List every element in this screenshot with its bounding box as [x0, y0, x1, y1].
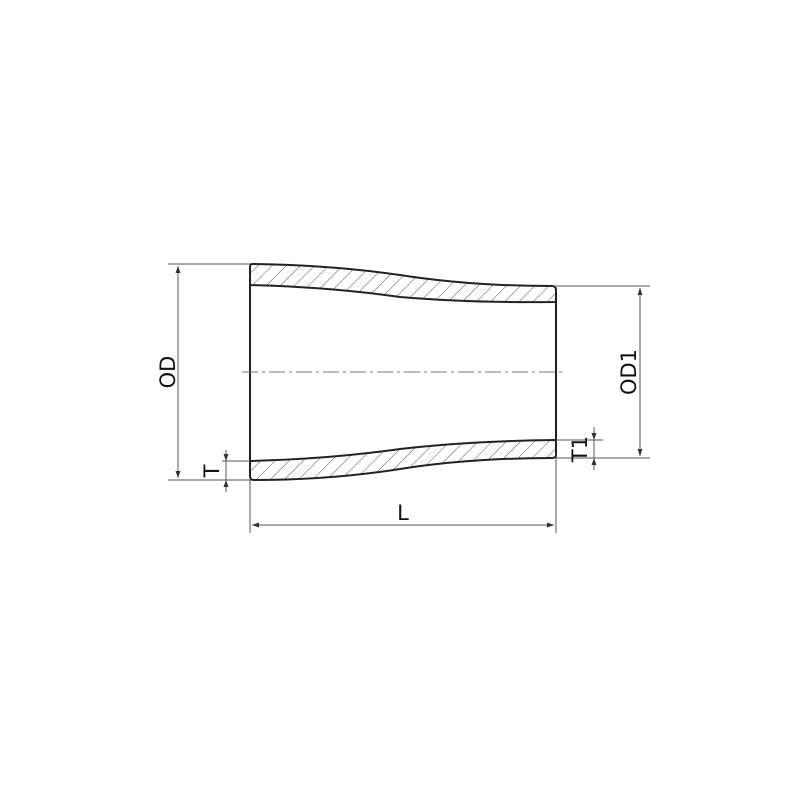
- od-label: OD: [156, 356, 180, 389]
- l-label: L: [397, 501, 409, 525]
- top-wall-section: [249, 262, 557, 304]
- t-label: T: [200, 464, 224, 478]
- t1-label: T1: [568, 436, 592, 463]
- bottom-wall-section: [249, 438, 557, 482]
- od1-label: OD1: [617, 349, 641, 395]
